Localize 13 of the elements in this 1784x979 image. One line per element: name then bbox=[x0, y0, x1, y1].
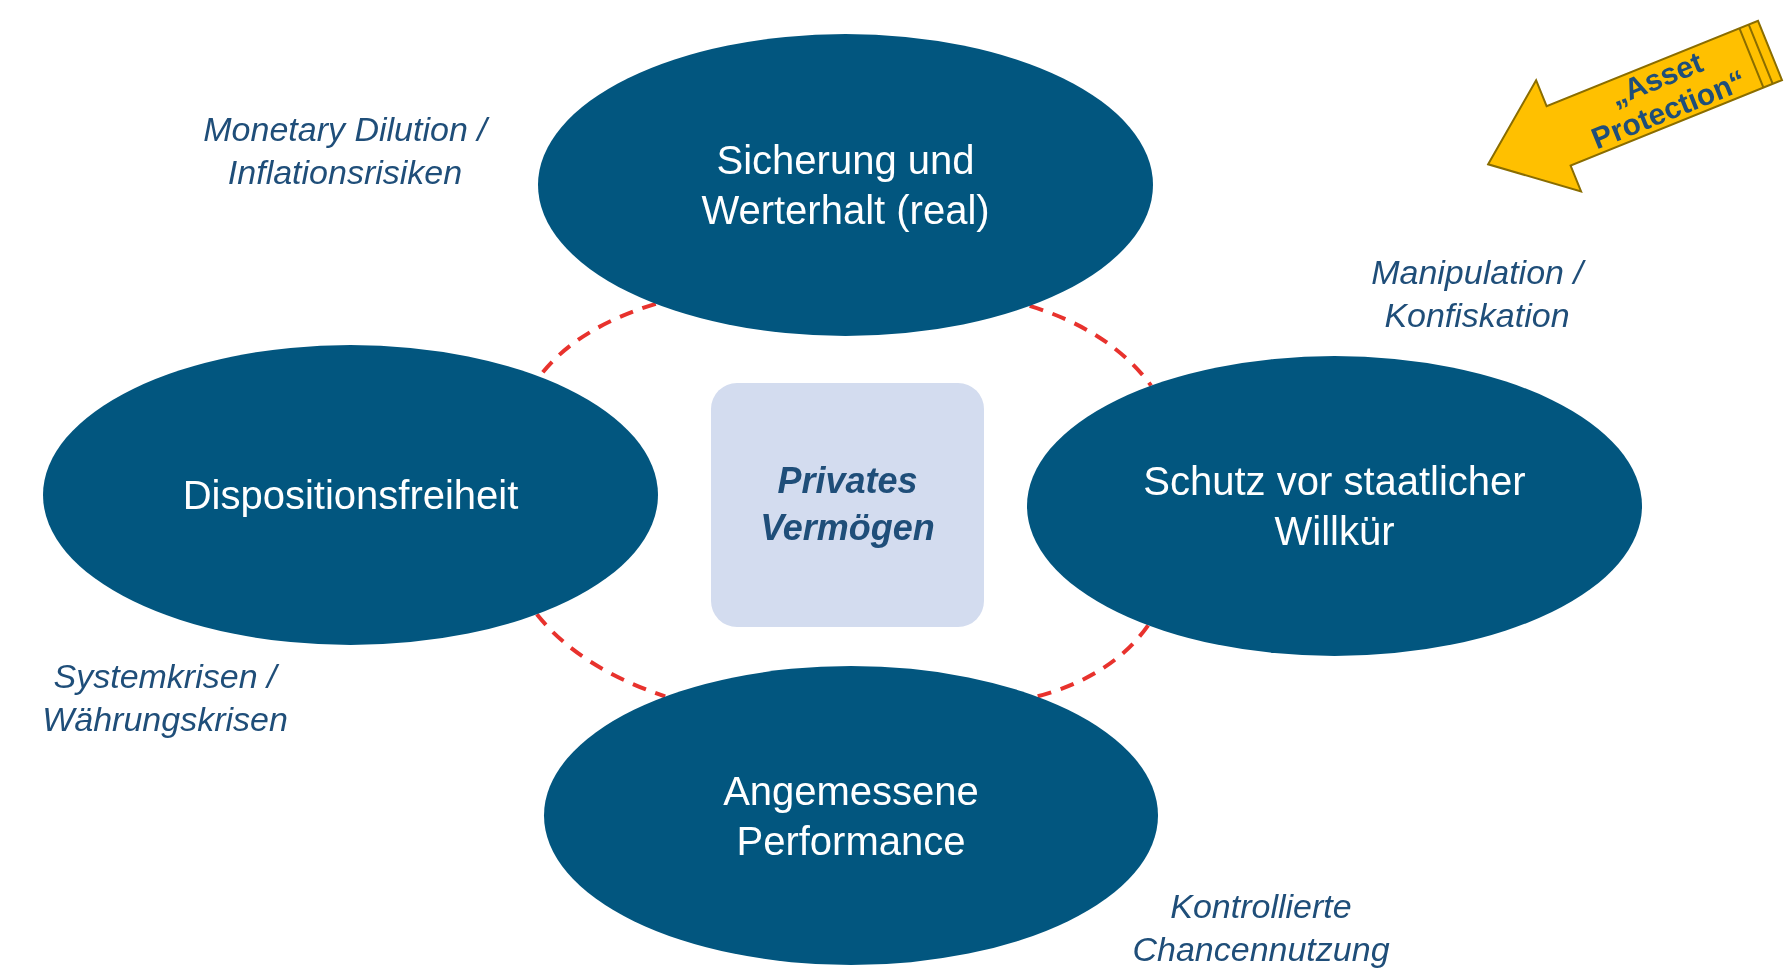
risk-label: Manipulation / Konfiskation bbox=[1312, 251, 1642, 336]
dashed-connector bbox=[1036, 624, 1150, 699]
risk-label: Monetary Dilution / Inflationsrisiken bbox=[155, 108, 535, 193]
dashed-connector bbox=[535, 613, 666, 699]
node-text: Schutz vor staatlicher Willkür bbox=[1142, 458, 1527, 555]
risk-label: Systemkrisen / Währungskrisen bbox=[41, 656, 289, 740]
dashed-connector bbox=[1029, 304, 1153, 387]
node-text: Sicherung und Werterhalt (real) bbox=[700, 137, 991, 234]
center-text: Privates Vermögen bbox=[759, 459, 936, 550]
node-text: Angemessene Performance bbox=[722, 767, 980, 865]
center-box bbox=[711, 383, 984, 627]
node-text: Dispositionsfreiheit bbox=[182, 472, 519, 519]
risk-label: Kontrollierte Chancennutzung bbox=[1131, 886, 1391, 970]
